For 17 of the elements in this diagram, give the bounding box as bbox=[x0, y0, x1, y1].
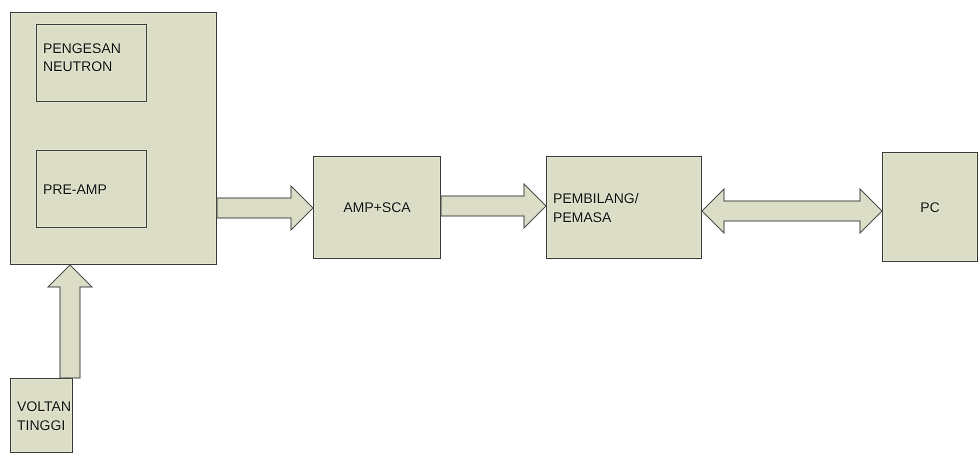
process-box bbox=[10, 378, 73, 453]
node-label: PC bbox=[920, 198, 940, 216]
block-arrow bbox=[440, 182, 547, 230]
process-box bbox=[546, 156, 702, 259]
process-box bbox=[36, 24, 147, 102]
node-label: PENGESAN NEUTRON bbox=[43, 39, 122, 76]
process-box bbox=[882, 152, 978, 262]
node-label: AMP+SCA bbox=[343, 198, 411, 217]
process-box bbox=[36, 150, 147, 228]
block-arrow bbox=[46, 264, 94, 378]
node-label: VOLTAN TINGGI bbox=[17, 397, 71, 434]
node-label: PRE-AMP bbox=[43, 180, 107, 198]
enclosure-box bbox=[10, 12, 217, 265]
block-arrow bbox=[701, 188, 883, 234]
block-arrow bbox=[216, 184, 314, 232]
process-box bbox=[313, 156, 441, 259]
node-label: PEMBILANG/ PEMASA bbox=[553, 189, 640, 226]
